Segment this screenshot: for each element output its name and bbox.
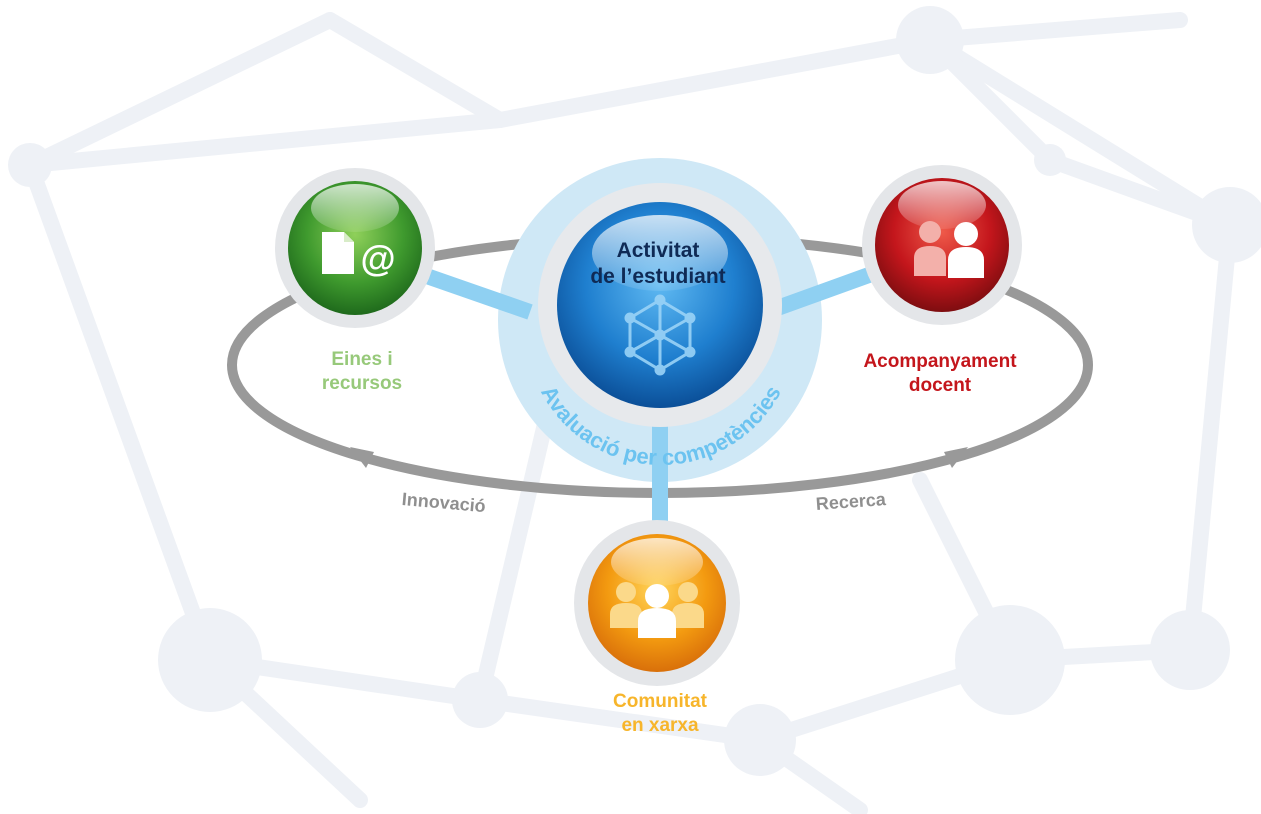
network-cube-icon xyxy=(624,294,696,376)
label-acompanyament-line1: Acompanyament xyxy=(863,351,1017,372)
center-title-line1: Activitat xyxy=(616,239,700,262)
center-node xyxy=(538,183,782,427)
label-eines: Eines i recursos xyxy=(292,348,432,396)
node-eines: @ xyxy=(275,168,435,328)
orbit-arrow-right-icon xyxy=(944,447,968,468)
label-eines-line1: Eines i xyxy=(331,349,393,370)
background-network xyxy=(22,12,1238,814)
node-comunitat xyxy=(574,520,740,686)
center-title-line2: de l’estudiant xyxy=(590,265,726,288)
svg-text:@: @ xyxy=(360,238,395,279)
document-at-icon: @ xyxy=(322,232,396,279)
label-acompanyament: Acompanyament docent xyxy=(850,350,1030,398)
orbit-arrow-left-icon xyxy=(350,447,374,468)
label-comunitat-line2: en xarxa xyxy=(621,715,699,736)
node-acompanyament xyxy=(862,165,1022,325)
label-eines-line2: recursos xyxy=(321,373,403,394)
label-comunitat: Comunitat en xarxa xyxy=(590,690,730,738)
label-acompanyament-line2: docent xyxy=(908,375,972,396)
people-pair-icon xyxy=(914,221,984,278)
people-group-icon xyxy=(610,582,704,638)
label-recerca: Recerca xyxy=(815,489,887,514)
center-title: Activitat de l’estudiant xyxy=(558,238,758,290)
background-nodes xyxy=(8,6,1261,776)
label-comunitat-line1: Comunitat xyxy=(613,691,707,712)
